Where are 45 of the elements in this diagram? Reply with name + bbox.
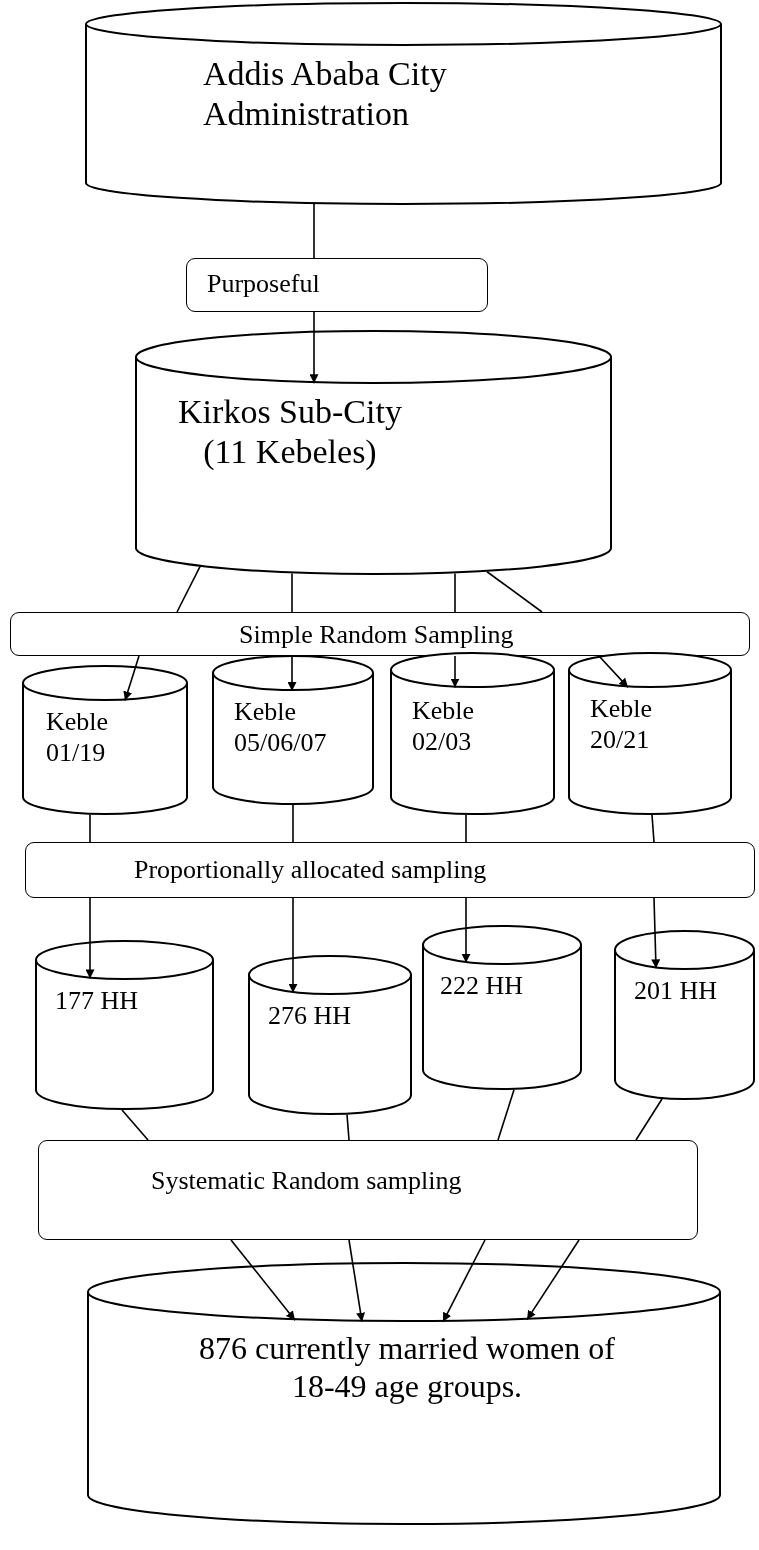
- node-label: Kirkos Sub-City (11 Kebeles): [177, 392, 403, 473]
- arrow: [651, 897, 661, 970]
- node-label: Keble 01/19: [46, 707, 109, 769]
- arrow: [288, 897, 298, 994]
- arrow: [287, 655, 297, 692]
- arrow: [348, 1239, 366, 1323]
- connector-line: [89, 813, 91, 843]
- node-label: 222 HH: [440, 971, 525, 1002]
- arrow: [461, 897, 471, 964]
- arrow: [598, 655, 629, 689]
- connector-line: [291, 572, 293, 613]
- node-label: Addis Ababa City Administration: [203, 54, 448, 135]
- node-label: Proportionally allocated sampling: [134, 855, 488, 886]
- process-box: [25, 842, 755, 898]
- connector-line: [465, 814, 467, 843]
- node-label: Keble 02/03: [412, 696, 475, 758]
- arrow: [442, 1239, 486, 1323]
- process-box: [186, 258, 488, 312]
- node-label: Systematic Random sampling: [151, 1166, 463, 1197]
- arrow: [123, 655, 140, 702]
- node-label: 177 HH: [55, 986, 140, 1017]
- connector-line: [176, 565, 201, 613]
- node-label: Purposeful: [207, 269, 321, 300]
- arrow: [450, 655, 460, 689]
- connector-line: [313, 203, 315, 259]
- arrow: [309, 311, 319, 384]
- node-label: Keble 20/21: [590, 694, 653, 756]
- arrow: [230, 1239, 296, 1321]
- connector-line: [651, 814, 655, 843]
- connector-line: [454, 572, 456, 613]
- node-label: 276 HH: [268, 1001, 353, 1032]
- connector-line: [121, 1109, 149, 1141]
- connector-line: [497, 1088, 515, 1141]
- process-box: [38, 1140, 698, 1240]
- connector-line: [486, 570, 543, 613]
- arrow: [85, 897, 95, 980]
- arrow: [526, 1239, 580, 1321]
- node-label: 201 HH: [634, 976, 719, 1007]
- connector-line: [635, 1098, 663, 1141]
- node-label: Keble 05/06/07: [234, 697, 327, 759]
- process-box: [10, 612, 750, 656]
- connector-line: [292, 804, 294, 843]
- node-label: Simple Random Sampling: [239, 620, 515, 651]
- connector-line: [346, 1113, 350, 1141]
- node-label: 876 currently married women of 18-49 age groups.: [198, 1330, 616, 1406]
